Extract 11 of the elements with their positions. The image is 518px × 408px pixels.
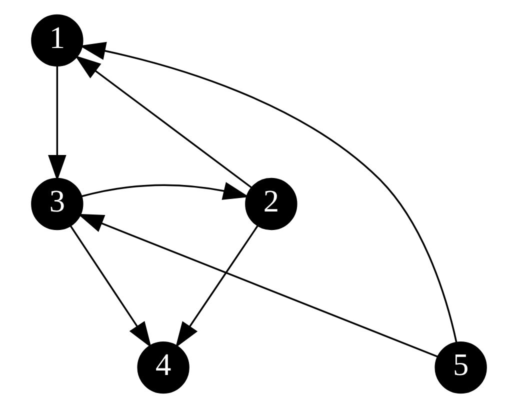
node-circle: 4 <box>137 341 190 394</box>
arrow <box>78 214 438 358</box>
node-circle: 2 <box>245 178 298 230</box>
arrow <box>81 182 250 200</box>
node-circle: 1 <box>31 14 84 67</box>
node-circle: 5 <box>434 341 487 394</box>
arrow <box>70 226 152 348</box>
node-circle: 3 <box>31 178 84 230</box>
arrow <box>74 55 252 188</box>
arrow <box>175 226 258 348</box>
arrow <box>79 42 458 343</box>
